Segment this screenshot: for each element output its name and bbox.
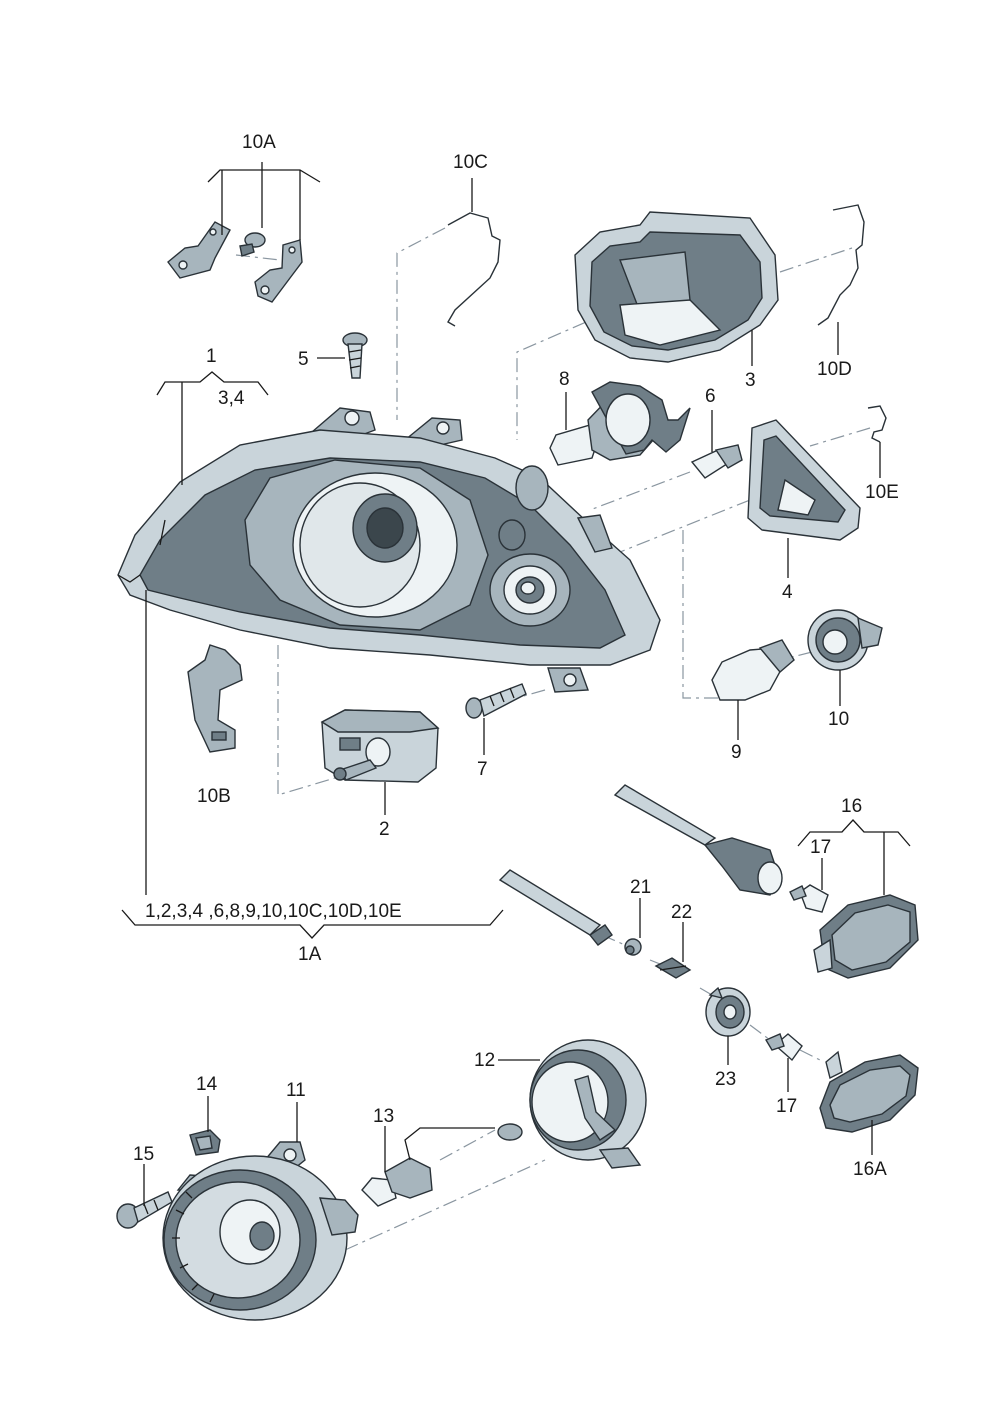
bulb-holder-23[interactable] (705, 986, 751, 1037)
bracket-10a-left[interactable] (167, 221, 231, 279)
label-16a: 16A (853, 1159, 887, 1180)
grommet-21[interactable] (624, 938, 642, 956)
label-1: 1 (206, 346, 217, 367)
contact-22[interactable] (654, 957, 692, 979)
label-10e: 10E (865, 482, 899, 503)
label-4: 4 (782, 582, 793, 603)
fog-lamp-11[interactable] (162, 1141, 359, 1321)
side-indicator-16[interactable] (813, 894, 919, 979)
screw-7[interactable] (465, 683, 527, 719)
spring-clip-10c[interactable] (447, 212, 501, 327)
label-21: 21 (630, 877, 651, 898)
screw-15[interactable] (116, 1191, 173, 1229)
cap-4[interactable] (747, 419, 861, 541)
label-16: 16 (841, 796, 862, 817)
label-1a: 1A (298, 944, 322, 965)
bulb-holder-10[interactable] (807, 609, 883, 671)
label-13: 13 (373, 1106, 394, 1127)
label-2: 2 (379, 819, 390, 840)
assembly-lines (235, 227, 871, 1251)
label-14: 14 (196, 1074, 218, 1095)
label-10: 10 (828, 709, 849, 730)
cap-3[interactable] (574, 211, 779, 363)
label-17-upper: 17 (810, 837, 831, 858)
label-8: 8 (559, 369, 570, 390)
bulb-9[interactable] (711, 639, 795, 701)
label-assembly-list: 1,2,3,4 ,6,8,9,10,10C,10D,10E (145, 901, 402, 922)
spring-clip-10d[interactable] (817, 204, 865, 326)
side-indicator-16a[interactable] (819, 1050, 919, 1133)
bolt-10a[interactable] (239, 232, 266, 257)
fog-bulb-13[interactable] (361, 1123, 523, 1207)
bracket-10a-right[interactable] (254, 239, 303, 303)
label-10c: 10C (453, 152, 488, 173)
cable-lower-harness (498, 869, 613, 946)
label-15: 15 (133, 1144, 154, 1165)
bulb-6[interactable] (690, 444, 743, 479)
bracket-10b[interactable] (187, 644, 243, 753)
leader-lines (121, 162, 911, 1206)
label-17-lower: 17 (776, 1096, 797, 1117)
label-10b: 10B (197, 786, 231, 807)
label-12: 12 (474, 1050, 495, 1071)
label-6: 6 (705, 386, 716, 407)
label-11: 11 (286, 1080, 306, 1101)
headlight-housing-1[interactable] (117, 407, 661, 693)
bulb-17-upper[interactable] (789, 884, 829, 913)
fog-lamp-cover-12[interactable] (529, 1039, 647, 1169)
label-5: 5 (298, 349, 309, 370)
label-3: 3 (745, 370, 756, 391)
part-labels: 10A 10C 5 1 3,4 3 10D 8 6 10E 4 10 9 7 2… (133, 132, 899, 1180)
label-10d: 10D (817, 359, 852, 380)
screw-5[interactable] (342, 332, 368, 379)
label-9: 9 (731, 742, 742, 763)
label-10a: 10A (242, 132, 276, 153)
cable-16-harness (613, 784, 783, 896)
label-7: 7 (477, 759, 488, 780)
clip-14[interactable] (189, 1129, 221, 1156)
clip-10e[interactable] (867, 405, 887, 443)
motor-2[interactable] (320, 709, 440, 783)
bulb-8[interactable] (549, 381, 691, 466)
label-22: 22 (671, 902, 692, 923)
label-23: 23 (715, 1069, 736, 1090)
label-3-4: 3,4 (218, 388, 245, 409)
bulb-17-lower[interactable] (764, 1033, 803, 1062)
